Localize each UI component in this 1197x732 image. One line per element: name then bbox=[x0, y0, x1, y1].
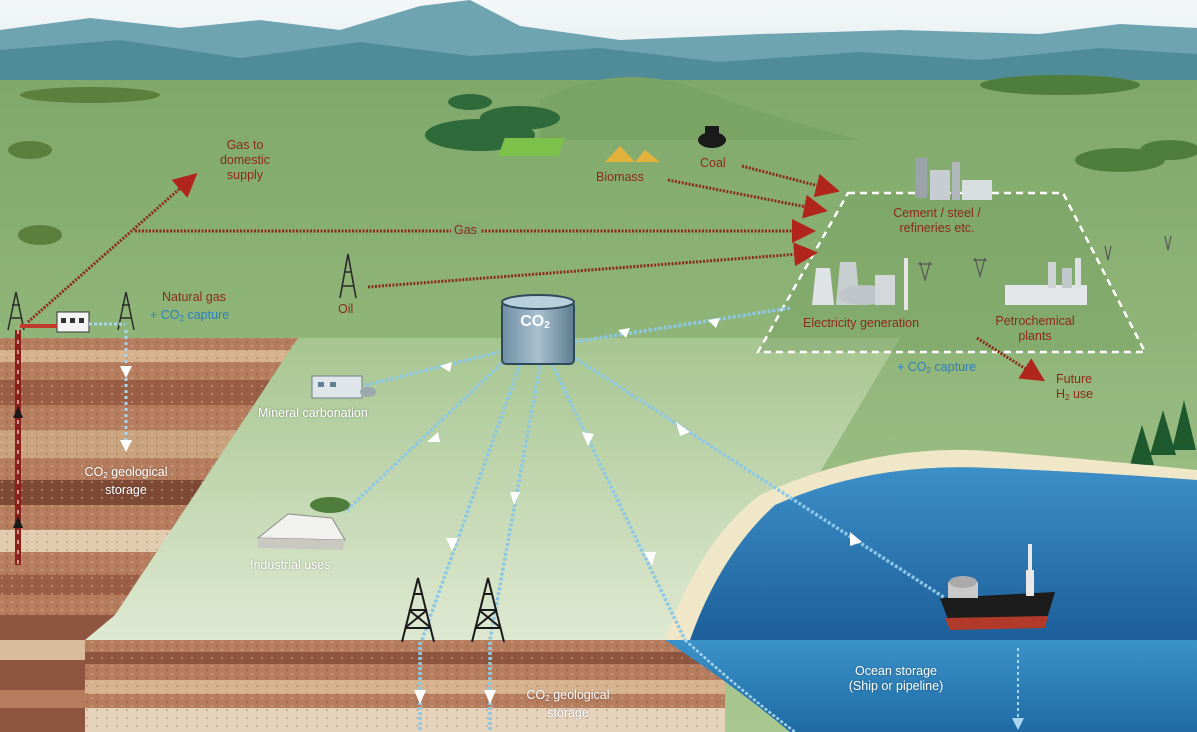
co2-storage-left-b: geological bbox=[107, 465, 168, 479]
ocean-storage-line2: (Ship or pipeline) bbox=[848, 679, 944, 693]
injection-arrow-left-2 bbox=[120, 440, 132, 452]
soil-left bbox=[0, 338, 298, 732]
trees-shore bbox=[1130, 400, 1196, 465]
subscript-2: 2 bbox=[926, 366, 931, 375]
future-h2-line2: H2 use bbox=[1056, 387, 1093, 405]
subscript-2: 2 bbox=[103, 471, 108, 480]
arrow-oil bbox=[367, 242, 818, 289]
future-h2-line1: Future bbox=[1056, 372, 1093, 386]
greenhouse bbox=[256, 497, 350, 550]
beach bbox=[665, 449, 1197, 640]
label-co2-geological-storage-left: CO2 geological storage bbox=[66, 465, 186, 498]
power-station bbox=[812, 258, 908, 310]
industrial-zone-boundary bbox=[755, 191, 1148, 354]
co2-storage-left-a: CO bbox=[84, 465, 104, 479]
co2-storage-left-line1: CO2 geological bbox=[66, 465, 186, 483]
biomass-piles bbox=[605, 146, 660, 162]
co2-storage-tank bbox=[501, 294, 575, 365]
label-natural-gas: Natural gas bbox=[162, 290, 226, 304]
arrow-biomass bbox=[667, 178, 828, 219]
cement-plant bbox=[915, 158, 992, 200]
label-ocean-storage: Ocean storage (Ship or pipeline) bbox=[826, 664, 966, 694]
co2-pipelines bbox=[343, 306, 946, 732]
co2-storage-bottom-line2: storage bbox=[547, 706, 589, 720]
hill bbox=[540, 77, 860, 140]
label-cement-line1: Cement / steel / bbox=[893, 206, 981, 220]
label-petrochemical-line2: plants bbox=[1018, 329, 1052, 343]
co2-pipe-arrowheads bbox=[414, 318, 862, 704]
subscript-2: 2 bbox=[179, 314, 184, 323]
label-gas: Gas bbox=[451, 223, 480, 238]
label-cement-steel-refineries: Cement / steel / refineries etc. bbox=[872, 206, 1002, 236]
future-h2-line2-b: use bbox=[1069, 387, 1094, 401]
gas-well-left bbox=[7, 291, 135, 331]
injection-derricks bbox=[401, 577, 505, 643]
label-gas-to-domestic-supply-line2: domestic bbox=[219, 153, 271, 167]
label-cement-line2: refineries etc. bbox=[899, 221, 975, 235]
label-coal: Coal bbox=[700, 156, 726, 170]
pipe-to-mineral bbox=[365, 350, 501, 387]
soil-bottom bbox=[85, 640, 725, 732]
oil-derrick bbox=[339, 253, 357, 299]
co2-storage-bottom-a: CO bbox=[526, 688, 546, 702]
co2-storage-bottom-line1: CO2 geological bbox=[508, 688, 628, 706]
co2-capture-left-a: + CO bbox=[150, 308, 180, 322]
mineral-carbonation-plant bbox=[311, 375, 376, 399]
label-petrochemical-line1: Petrochemical bbox=[995, 314, 1075, 328]
label-co2-capture-left: + CO2 capture bbox=[150, 308, 229, 326]
co2-storage-bottom-b: geological bbox=[549, 688, 610, 702]
future-h2-line2-a: H bbox=[1056, 387, 1066, 401]
label-gas-to-domestic-supply-line1: Gas to bbox=[226, 138, 264, 152]
label-oil: Oil bbox=[338, 302, 354, 316]
co2-capture-right-b: capture bbox=[930, 360, 977, 374]
subscript-2: 2 bbox=[1065, 393, 1070, 402]
ocean-storage-arrowhead bbox=[1012, 718, 1024, 730]
pipe-to-ocean-edge bbox=[550, 363, 687, 641]
power-pylons bbox=[918, 235, 1172, 283]
subscript-2: 2 bbox=[544, 320, 550, 331]
co2-storage-left-line2: storage bbox=[105, 483, 147, 497]
crop-field bbox=[498, 138, 565, 156]
well-up-arrow-1 bbox=[13, 406, 23, 418]
co2-capture-left-b: capture bbox=[183, 308, 230, 322]
well-up-arrow-2 bbox=[13, 516, 23, 528]
subscript-2: 2 bbox=[545, 694, 550, 703]
label-electricity-generation: Electricity generation bbox=[803, 316, 920, 330]
pipe-capture-to-tank bbox=[573, 306, 791, 344]
ocean-storage-line1: Ocean storage bbox=[855, 664, 937, 678]
pipe-to-well-a bbox=[420, 363, 522, 641]
label-gas-to-domestic-supply: Gas to domestic supply bbox=[210, 138, 280, 183]
petrochemical-plant bbox=[1005, 258, 1087, 305]
ship bbox=[940, 544, 1055, 630]
plant-windows bbox=[61, 318, 84, 323]
label-co2-capture-right: + CO2 capture bbox=[897, 360, 976, 378]
trees-left bbox=[8, 87, 160, 245]
co2-capture-right-a: + CO bbox=[897, 360, 927, 374]
co2-tank-text: CO bbox=[520, 313, 545, 330]
label-co2-geological-storage-bottom: CO2 geological storage bbox=[508, 688, 628, 721]
pipe-to-ship bbox=[571, 354, 946, 600]
ocean-pipeline bbox=[684, 639, 796, 732]
label-industrial-uses: Industrial uses bbox=[250, 558, 331, 572]
label-co2-tank: CO2 bbox=[506, 313, 564, 331]
plateau bbox=[85, 338, 900, 640]
forest-right bbox=[980, 75, 1197, 172]
pipe-to-industrial bbox=[343, 358, 507, 514]
label-biomass: Biomass bbox=[596, 170, 644, 184]
arrow-future-h2 bbox=[976, 336, 1046, 382]
pipe-to-well-b bbox=[488, 365, 542, 641]
label-gas-to-domestic-supply-line3: supply bbox=[226, 168, 264, 182]
arrow-coal bbox=[741, 164, 840, 198]
ocean bbox=[690, 467, 1197, 640]
coal-vehicle bbox=[698, 126, 726, 148]
label-petrochemical-plants: Petrochemical plants bbox=[980, 314, 1090, 344]
label-future-h2-use: Future H2 use bbox=[1056, 372, 1093, 405]
injection-arrow-left-1 bbox=[120, 366, 132, 378]
ocean-front bbox=[665, 640, 1197, 732]
arrow-gas-to-domestic bbox=[27, 173, 198, 324]
label-mineral-carbonation: Mineral carbonation bbox=[258, 406, 368, 420]
